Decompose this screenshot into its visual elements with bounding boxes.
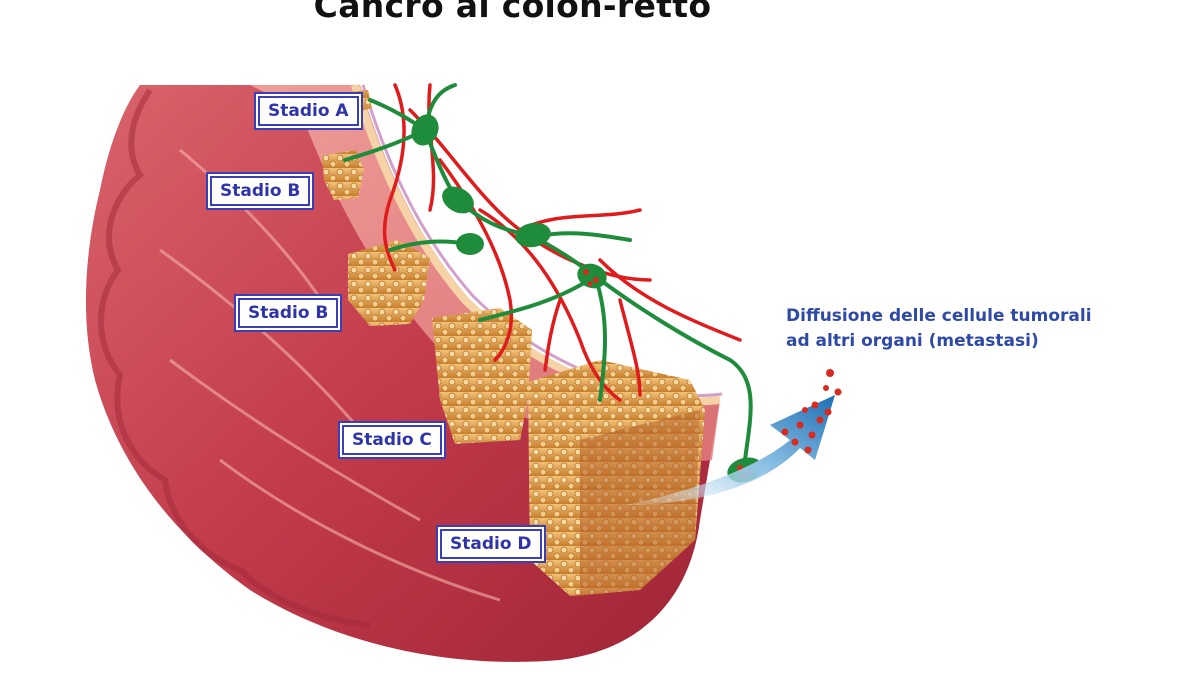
metastasis-arrow: [625, 395, 835, 505]
stage-label-a: Stadio A: [256, 94, 361, 128]
annotation-line-2: ad altri organi (metastasi): [786, 331, 1039, 351]
diagram-title: Cancro al colon-retto: [313, 0, 712, 25]
lymph-node: [456, 233, 484, 255]
tumor-stage-b-small: [322, 150, 364, 200]
metastasis-annotation: Diffusione delle cellule tumorali ad alt…: [786, 304, 1126, 354]
stage-label-c: Stadio C: [340, 423, 444, 457]
stage-label-b-first: Stadio B: [207, 174, 313, 208]
lymph-node: [515, 222, 551, 248]
tumor-stage-b-large: [348, 240, 430, 326]
annotation-line-1: Diffusione delle cellule tumorali: [786, 306, 1092, 326]
stage-label-b-second: Stadio B: [235, 296, 341, 330]
metastatic-cells: [781, 369, 842, 454]
lymph-node: [411, 114, 439, 146]
stage-label-d: Stadio D: [438, 527, 544, 561]
lymph-nodes: [411, 114, 763, 483]
lymph-node: [442, 186, 474, 214]
